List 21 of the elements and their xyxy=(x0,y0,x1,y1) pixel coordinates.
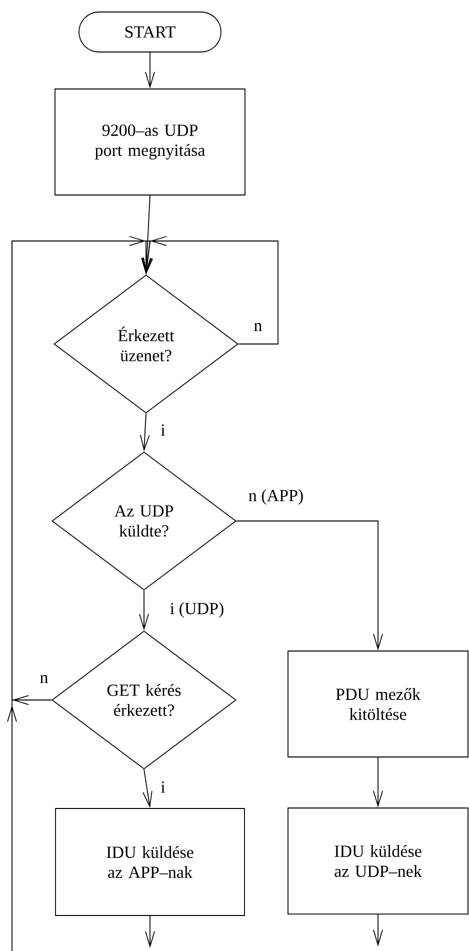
arrow xyxy=(373,914,383,946)
arrow xyxy=(139,590,149,631)
arrow xyxy=(142,769,152,808)
process-box: IDU küldése az UDP–nek xyxy=(288,808,468,914)
arrow xyxy=(140,413,150,452)
arrow xyxy=(12,236,153,705)
edge-label: n xyxy=(252,322,264,332)
process-box: PDU mezők kitöltése xyxy=(288,650,468,758)
edge-label: i xyxy=(160,423,166,437)
process-box: IDU küldése az APP–nak xyxy=(55,808,245,916)
arrow xyxy=(145,52,155,89)
arrow xyxy=(373,757,383,808)
edge-label: n (APP) xyxy=(247,488,305,506)
arrow xyxy=(236,520,383,651)
edge-label: n xyxy=(38,674,50,684)
edge-label: i (UDP) xyxy=(168,601,226,619)
arrow xyxy=(7,240,151,951)
terminal-box: START xyxy=(78,12,222,52)
arrow xyxy=(145,916,155,948)
process-box: 9200–as UDP port megnyitása xyxy=(54,88,246,196)
edge-label: i xyxy=(160,780,166,794)
